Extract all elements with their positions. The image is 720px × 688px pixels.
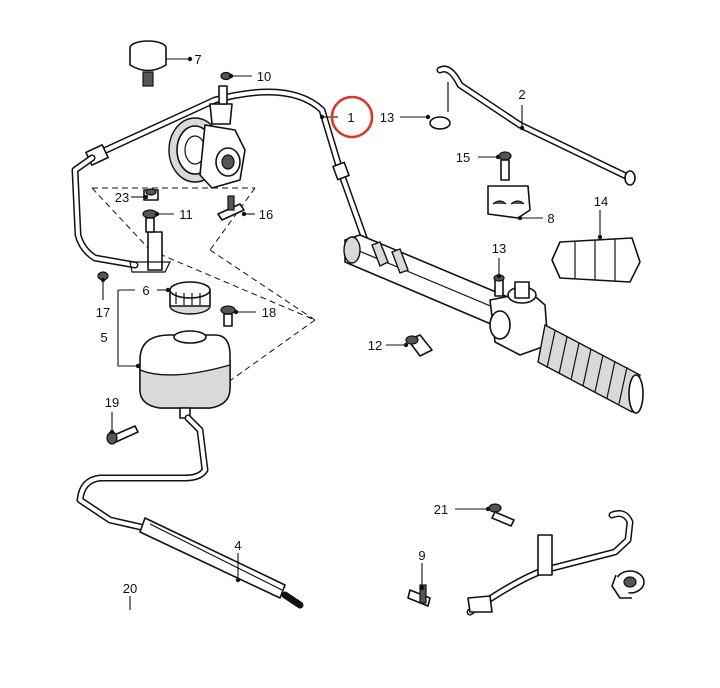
- callout-16[interactable]: 16: [259, 207, 273, 222]
- leader-lines: [100, 56, 603, 610]
- bolt-19[interactable]: [106, 425, 139, 445]
- cooler-pipe[interactable]: [139, 517, 304, 609]
- callout-20[interactable]: 20: [123, 581, 137, 596]
- callout-21[interactable]: 21: [434, 502, 448, 517]
- o-ring[interactable]: [429, 116, 451, 130]
- highlight-circle: [330, 95, 374, 139]
- bolt-21[interactable]: [488, 503, 515, 527]
- reservoir-cap[interactable]: [169, 281, 211, 315]
- left-pipe[interactable]: [71, 154, 139, 269]
- clip-9[interactable]: [407, 584, 431, 607]
- bolt-16[interactable]: [217, 195, 245, 221]
- bolt-11[interactable]: [142, 209, 158, 233]
- bolt-18[interactable]: [220, 305, 236, 327]
- pressure-switch[interactable]: [129, 40, 167, 87]
- callout-6[interactable]: 6: [142, 283, 149, 298]
- callout-17[interactable]: 17: [96, 305, 110, 320]
- callout-18[interactable]: 18: [262, 305, 276, 320]
- callout-1[interactable]: 1: [347, 110, 354, 125]
- callout-15[interactable]: 15: [456, 150, 470, 165]
- steering-rack[interactable]: [343, 234, 644, 414]
- bolt-15[interactable]: [498, 151, 512, 181]
- callout-23[interactable]: 23: [115, 190, 129, 205]
- power-steering-pump[interactable]: [168, 85, 246, 189]
- callout-13-top[interactable]: 13: [380, 110, 394, 125]
- callout-8[interactable]: 8: [547, 211, 554, 226]
- bushing-20[interactable]: [611, 570, 645, 599]
- callout-19[interactable]: 19: [105, 395, 119, 410]
- fluid-reservoir[interactable]: [139, 330, 231, 419]
- assembly-guide-lines: [91, 187, 316, 396]
- callout-7[interactable]: 7: [194, 52, 201, 67]
- callout-2[interactable]: 2: [518, 87, 525, 102]
- reservoir-bracket[interactable]: [129, 231, 171, 273]
- callout-labels: 1 2 4 5 6 7 8 9 10 11 12 13 13 14 15 16 …: [96, 52, 608, 596]
- callout-4[interactable]: 4: [234, 538, 241, 553]
- double-clamp[interactable]: [551, 237, 641, 283]
- callout-5[interactable]: 5: [100, 330, 107, 345]
- lower-right-line[interactable]: [466, 510, 634, 616]
- callout-9[interactable]: 9: [418, 548, 425, 563]
- hose-clamp[interactable]: [487, 185, 531, 219]
- banjo-bolt[interactable]: [405, 334, 433, 357]
- callout-13-rack[interactable]: 13: [492, 241, 506, 256]
- callout-14[interactable]: 14: [594, 194, 608, 209]
- supply-hose[interactable]: [76, 414, 209, 532]
- callout-10[interactable]: 10: [257, 69, 271, 84]
- return-hose[interactable]: [436, 65, 636, 186]
- callout-11[interactable]: 11: [179, 207, 193, 222]
- callout-12[interactable]: 12: [368, 338, 382, 353]
